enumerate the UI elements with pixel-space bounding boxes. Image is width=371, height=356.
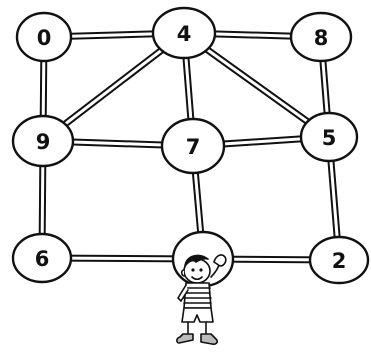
- node-2: 2: [308, 235, 370, 285]
- node-circle: [11, 114, 75, 168]
- nodes-layer: 0 4 8 9 7 5 6 2: [11, 6, 370, 288]
- node-label: 7: [186, 135, 201, 159]
- node-label: 8: [314, 26, 329, 50]
- node-label: 6: [35, 247, 50, 271]
- edge-4-9: [40, 30, 187, 144]
- node-8: 8: [289, 11, 353, 63]
- waving-boy-icon: [176, 254, 227, 345]
- node-label: 9: [36, 130, 51, 154]
- node-circle: [15, 11, 73, 63]
- node-circle: [308, 235, 370, 285]
- node-label: 0: [37, 26, 52, 50]
- node-label: 4: [177, 22, 192, 46]
- node-circle: [289, 11, 353, 63]
- node-7: 7: [160, 117, 226, 175]
- node-circle: [151, 6, 217, 60]
- node-4: 4: [151, 6, 217, 60]
- node-9: 9: [11, 114, 75, 168]
- node-6: 6: [11, 232, 73, 284]
- node-0: 0: [15, 11, 73, 63]
- node-label: 5: [322, 126, 337, 150]
- node-circle: [160, 117, 226, 175]
- node-circle: [11, 232, 73, 284]
- node-5: 5: [299, 111, 359, 163]
- node-label: 2: [332, 249, 347, 273]
- node-circle: [299, 111, 359, 163]
